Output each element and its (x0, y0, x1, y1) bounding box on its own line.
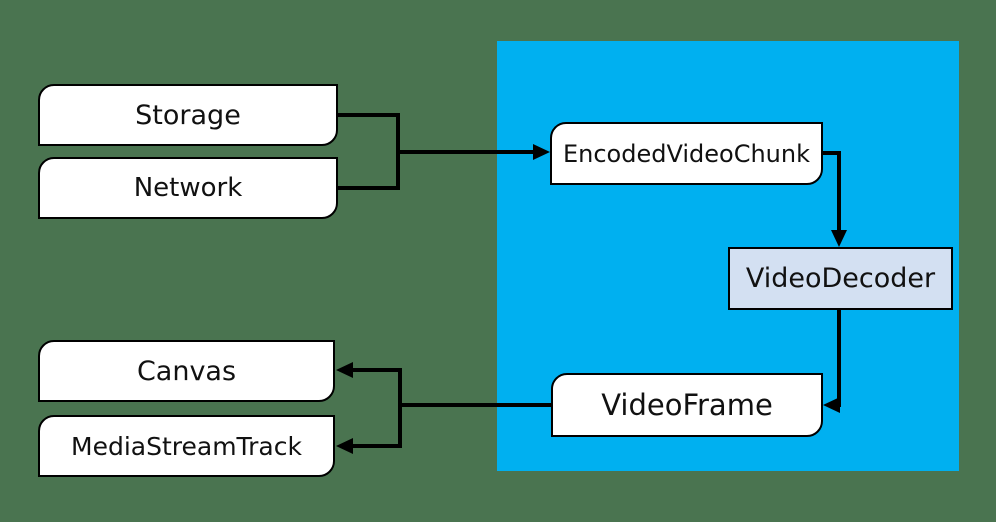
connector-frame-out (400, 403, 551, 407)
video-decoder-node: VideoDecoder (728, 247, 953, 310)
video-decoder-node-label: VideoDecoder (745, 263, 936, 294)
media-stream-track-node: MediaStreamTrack (38, 415, 335, 477)
network-node: Network (38, 157, 338, 219)
arrowhead-into-video-decoder (831, 230, 847, 247)
connector-decoder-to-frame (837, 310, 841, 407)
storage-node: Storage (38, 84, 338, 146)
connector-to-canvas (352, 368, 400, 372)
arrowhead-into-canvas (336, 362, 353, 378)
connector-sources-to-chunk (396, 150, 533, 154)
arrowhead-into-video-frame (823, 397, 840, 413)
canvas-node-label: Canvas (136, 355, 237, 387)
encoded-video-chunk-node: EncodedVideoChunk (550, 122, 823, 185)
canvas-node: Canvas (38, 340, 335, 402)
storage-node-label: Storage (135, 99, 241, 131)
media-stream-track-node-label: MediaStreamTrack (71, 431, 302, 461)
arrowhead-into-media-stream-track (336, 438, 353, 454)
video-frame-node-label: VideoFrame (601, 388, 773, 422)
video-frame-node: VideoFrame (551, 373, 823, 437)
encoded-video-chunk-node-label: EncodedVideoChunk (562, 139, 811, 168)
network-node-label: Network (133, 173, 243, 203)
connector-chunk-to-decoder (837, 151, 841, 231)
connector-to-media-stream-track (352, 444, 400, 448)
connector-sinks-bracket (398, 368, 402, 448)
connector-network-out (337, 186, 400, 190)
connector-storage-out (337, 113, 400, 117)
arrowhead-into-encoded-video-chunk (533, 144, 550, 160)
connector-chunk-out (823, 151, 839, 155)
